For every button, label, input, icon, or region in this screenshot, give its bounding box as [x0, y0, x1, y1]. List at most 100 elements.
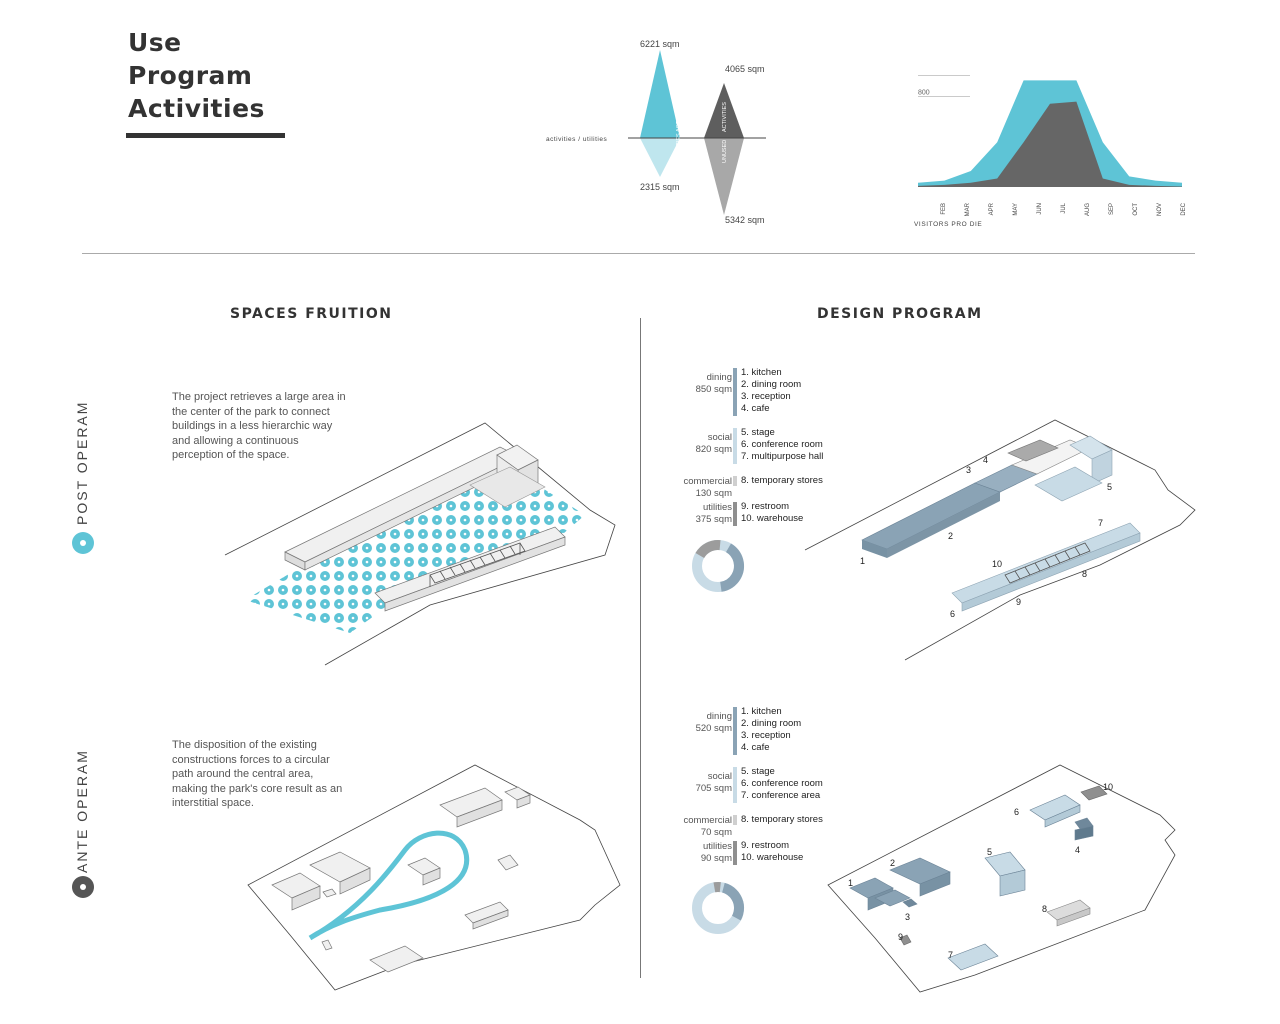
- building-number-label: 9: [898, 932, 903, 942]
- program-category-sqm: 90 sqm: [700, 853, 732, 864]
- program-item: 7. conference area: [741, 790, 821, 801]
- program-category-sqm: 850 sqm: [695, 384, 732, 395]
- program-item: 3. reception: [741, 730, 791, 741]
- warehouse-top: [1007, 439, 1059, 462]
- building-number-label: 3: [966, 465, 971, 475]
- program-category-name: social: [707, 771, 732, 782]
- utilities-triangle: [640, 138, 680, 177]
- program-item: 2. dining room: [741, 718, 802, 729]
- ante-operam-label: ANTE OPERAM: [74, 749, 90, 873]
- building-number-label: 2: [948, 531, 953, 541]
- post-operam-label: POST OPERAM: [74, 400, 90, 525]
- program-color-bar: [733, 476, 737, 486]
- program-category-sqm: 130 sqm: [695, 488, 732, 499]
- visitors-area-chart: 1000800 FEBMARAPRMAYJUNJULAUGSEPOCTNOVDE…: [914, 75, 1187, 228]
- building-number-label: 1: [860, 556, 865, 566]
- title-line-2: Program: [128, 61, 253, 90]
- area-chart-xlabel: VISITORS PRO DIE: [914, 221, 982, 228]
- area-series-2: [918, 101, 1182, 187]
- program-category-sqm: 705 sqm: [695, 783, 732, 794]
- tri-utilities-label: UTILITIES: [676, 133, 682, 159]
- site-outline: [827, 764, 1176, 993]
- building-number-label: 2: [890, 858, 895, 868]
- x-tick-label: MAR: [965, 202, 971, 216]
- program-item: 5. stage: [741, 427, 775, 438]
- program-color-bar: [733, 815, 737, 825]
- x-tick-label: FEB: [941, 203, 947, 215]
- existing-buildings: [271, 786, 531, 973]
- program-color-bar: [733, 502, 737, 526]
- program-color-bar: [733, 707, 737, 755]
- x-tick-label: AUG: [1085, 203, 1091, 216]
- x-tick-label: DEC: [1181, 202, 1187, 215]
- building-number-label: 7: [948, 950, 953, 960]
- activities-utilities-label: activities / utilities: [546, 136, 607, 143]
- building-number-label: 8: [1082, 569, 1087, 579]
- program-item: 2. dining room: [741, 379, 802, 390]
- spaces-fruition-title: SPACES FRUITION: [230, 306, 393, 322]
- building-number-label: 7: [1098, 518, 1103, 528]
- building-number-label: 5: [987, 847, 992, 857]
- building-6-7-top: [951, 522, 1141, 604]
- program-category-name: utilities: [702, 502, 732, 513]
- program-category-sqm: 520 sqm: [695, 723, 732, 734]
- ante-program-donut: [692, 882, 744, 934]
- program-item: 9. restroom: [741, 501, 790, 512]
- ante-operam-text: The disposition of the existing construc…: [172, 739, 343, 809]
- program-item: 6. conference room: [741, 778, 823, 789]
- building-1-2-top: [861, 482, 1001, 550]
- column-divider: [640, 318, 641, 978]
- program-item: 3. reception: [741, 391, 791, 402]
- ante-operam-marker-icon: [72, 876, 94, 898]
- pergola-structure: [429, 542, 526, 587]
- program-item: 10. warehouse: [741, 852, 804, 863]
- building-number-label: 4: [1075, 845, 1080, 855]
- activities2-triangle: [704, 83, 744, 138]
- pergola-structure: [1004, 542, 1091, 584]
- post-operam-fruition-diagram: [224, 422, 616, 666]
- tri-activities-label: ACTIVITIES: [676, 102, 682, 132]
- program-item: 10. warehouse: [741, 513, 804, 524]
- post-operam-marker-icon: [72, 532, 94, 554]
- site-outline: [224, 422, 616, 666]
- x-tick-label: OCT: [1133, 203, 1139, 216]
- program-category-name: commercial: [683, 476, 732, 487]
- title-line-1: Use: [128, 28, 182, 57]
- tick-label: 800: [918, 90, 930, 97]
- building-number-label: 10: [1103, 782, 1113, 792]
- program-item: 8. temporary stores: [741, 475, 823, 486]
- x-tick-label: APR: [989, 202, 995, 215]
- building-number-label: 3: [905, 912, 910, 922]
- building-number-label: 10: [992, 559, 1002, 569]
- activities-value: 6221 sqm: [640, 39, 680, 49]
- program-color-bar: [733, 841, 737, 865]
- building-1-2-side: [887, 492, 1000, 558]
- utilities-value: 2315 sqm: [640, 182, 680, 192]
- x-tick-label: JUL: [1061, 202, 1067, 213]
- page-title: Use Program Activities: [128, 26, 265, 125]
- program-item: 8. temporary stores: [741, 814, 823, 825]
- tri-activities2-label: ACTIVITIES: [722, 102, 728, 132]
- building-number-label: 8: [1042, 904, 1047, 914]
- stage-area: [1034, 466, 1103, 502]
- program-color-bar: [733, 767, 737, 803]
- x-tick-label: SEP: [1109, 203, 1115, 215]
- header-divider: [82, 253, 1195, 254]
- program-item: 1. kitchen: [741, 706, 782, 717]
- program-color-bar: [733, 368, 737, 416]
- program-category-name: dining: [706, 372, 732, 383]
- building-6-7-side: [961, 532, 1141, 612]
- existing-buildings: [849, 785, 1108, 971]
- program-category-name: utilities: [702, 841, 732, 852]
- program-item: 4. cafe: [741, 403, 770, 414]
- program-item: 4. cafe: [741, 742, 770, 753]
